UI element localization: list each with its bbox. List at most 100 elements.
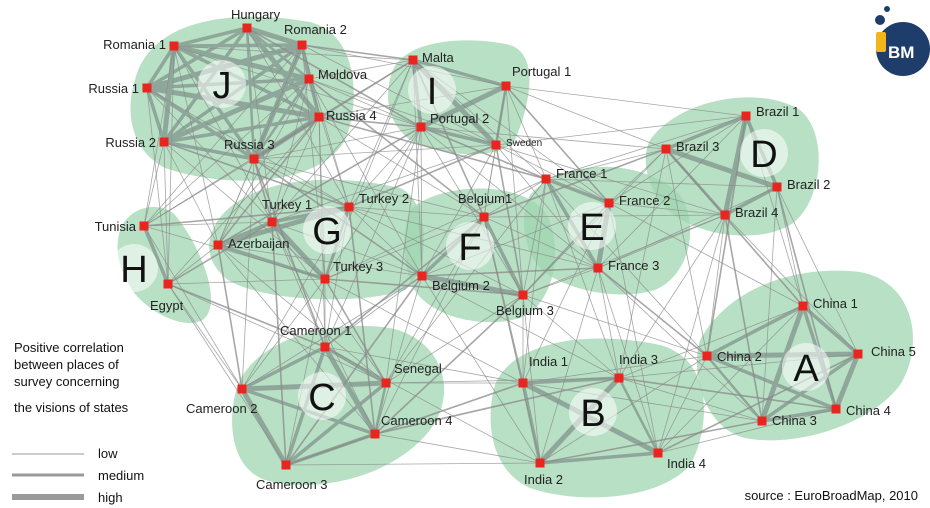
node-label-russia-4: Russia 4	[326, 108, 377, 123]
edge-weak	[241, 275, 423, 390]
edge-weak	[318, 116, 422, 128]
edge-weak	[253, 144, 497, 160]
node-label-belgium-3: Belgium 3	[496, 303, 554, 318]
edge-weak	[597, 267, 620, 379]
edge-weak	[348, 206, 376, 435]
edge-weak	[271, 221, 423, 277]
node-label-turkey-3: Turkey 3	[333, 259, 383, 274]
node-china-1	[798, 301, 808, 311]
node-label-france-1: France 1	[556, 166, 607, 181]
edge-strong	[216, 243, 327, 281]
group-halo-e	[568, 202, 616, 250]
node-brazil-1	[741, 111, 751, 121]
node-cameroon-3	[281, 460, 291, 470]
edge-strong	[240, 345, 327, 391]
edge-weak	[143, 225, 326, 280]
edge-weak	[483, 144, 497, 218]
edge-weak	[173, 45, 219, 246]
node-label-belgium-2: Belgium 2	[432, 278, 490, 293]
node-romania-1	[169, 41, 179, 51]
legend-low-label: low	[98, 446, 118, 461]
edge-weak	[253, 158, 326, 348]
edge-weak	[657, 214, 726, 454]
edge-weak	[545, 178, 708, 357]
edge-weak	[495, 144, 599, 269]
edge-weak	[545, 178, 778, 188]
node-china-4	[831, 404, 841, 414]
legend: Positive correlation between places of s…	[12, 340, 144, 505]
edge-weak	[545, 178, 620, 379]
node-azerbaijan	[213, 240, 223, 250]
edge-strong	[482, 215, 525, 297]
edge-weak	[505, 85, 747, 117]
edge-weak	[246, 27, 350, 208]
node-turkey-3	[320, 274, 330, 284]
edge-strong	[323, 345, 388, 385]
node-india-4	[653, 448, 663, 458]
edge-weak	[324, 278, 524, 384]
node-label-sweden: Sweden	[506, 138, 542, 149]
edge-weak	[253, 158, 273, 223]
edge-weak	[657, 305, 804, 454]
legend-medium-label: medium	[98, 468, 144, 483]
node-label-portugal-2: Portugal 2	[430, 111, 489, 126]
edge-weak	[522, 178, 547, 384]
edge-weak	[522, 294, 620, 379]
edge-weak	[253, 59, 414, 160]
edge-strong	[244, 25, 322, 120]
edge-weak	[285, 382, 524, 466]
node-label-azerbaijan: Azerbaijan	[228, 236, 289, 251]
group-halo-d	[740, 129, 788, 177]
edge-weak	[167, 283, 243, 390]
edge-strong	[411, 58, 508, 88]
edge-weak	[348, 206, 485, 218]
node-label-china-4: China 4	[846, 403, 891, 418]
edge-weak	[167, 45, 175, 285]
edge-weak	[522, 214, 726, 296]
node-france-3	[593, 263, 603, 273]
node-india-2	[535, 458, 545, 468]
edge-weak	[420, 126, 423, 277]
logo-dot-large	[875, 15, 885, 25]
edge-weak	[495, 144, 610, 204]
edge-strong	[722, 113, 749, 218]
node-france-2	[604, 198, 614, 208]
edge-weak	[324, 126, 422, 348]
edge-weak	[173, 45, 414, 61]
edge-weak	[271, 221, 326, 348]
edge-weak	[146, 87, 350, 208]
edge-strong	[284, 381, 388, 467]
group-halo-f	[446, 222, 494, 270]
edge-weak	[539, 267, 599, 464]
edge-strong	[142, 224, 170, 286]
node-belgium-3	[518, 290, 528, 300]
edge-weak	[420, 126, 547, 180]
edge-weak	[505, 85, 547, 180]
logo-dot-small	[884, 6, 890, 12]
edge-weak	[374, 275, 423, 435]
edge-weak	[421, 144, 497, 277]
edge-weak	[495, 144, 524, 296]
edge-weak	[241, 278, 326, 390]
node-belgium-2	[417, 271, 427, 281]
group-halo-h	[110, 244, 158, 292]
edge-weak	[348, 206, 423, 277]
edge-strong	[833, 351, 861, 412]
edge-weak	[385, 178, 547, 384]
group-letter-f: F	[458, 227, 481, 269]
node-label-cameroon-4: Cameroon 4	[381, 413, 453, 428]
group-halo-b	[569, 388, 617, 436]
node-label-russia-1: Russia 1	[88, 81, 139, 96]
edge-weak	[724, 214, 859, 355]
node-india-3	[614, 373, 624, 383]
edge-weak	[217, 244, 423, 277]
legend-high-label: high	[98, 490, 123, 505]
node-label-china-1: China 1	[813, 296, 858, 311]
edge-weak	[522, 294, 541, 464]
edge-weak	[271, 221, 376, 435]
group-letter-a: A	[793, 348, 819, 390]
edge-weak	[522, 382, 763, 422]
group-halo-c	[298, 372, 346, 420]
group-letter-j: J	[213, 65, 232, 107]
edge-weak	[724, 214, 763, 422]
